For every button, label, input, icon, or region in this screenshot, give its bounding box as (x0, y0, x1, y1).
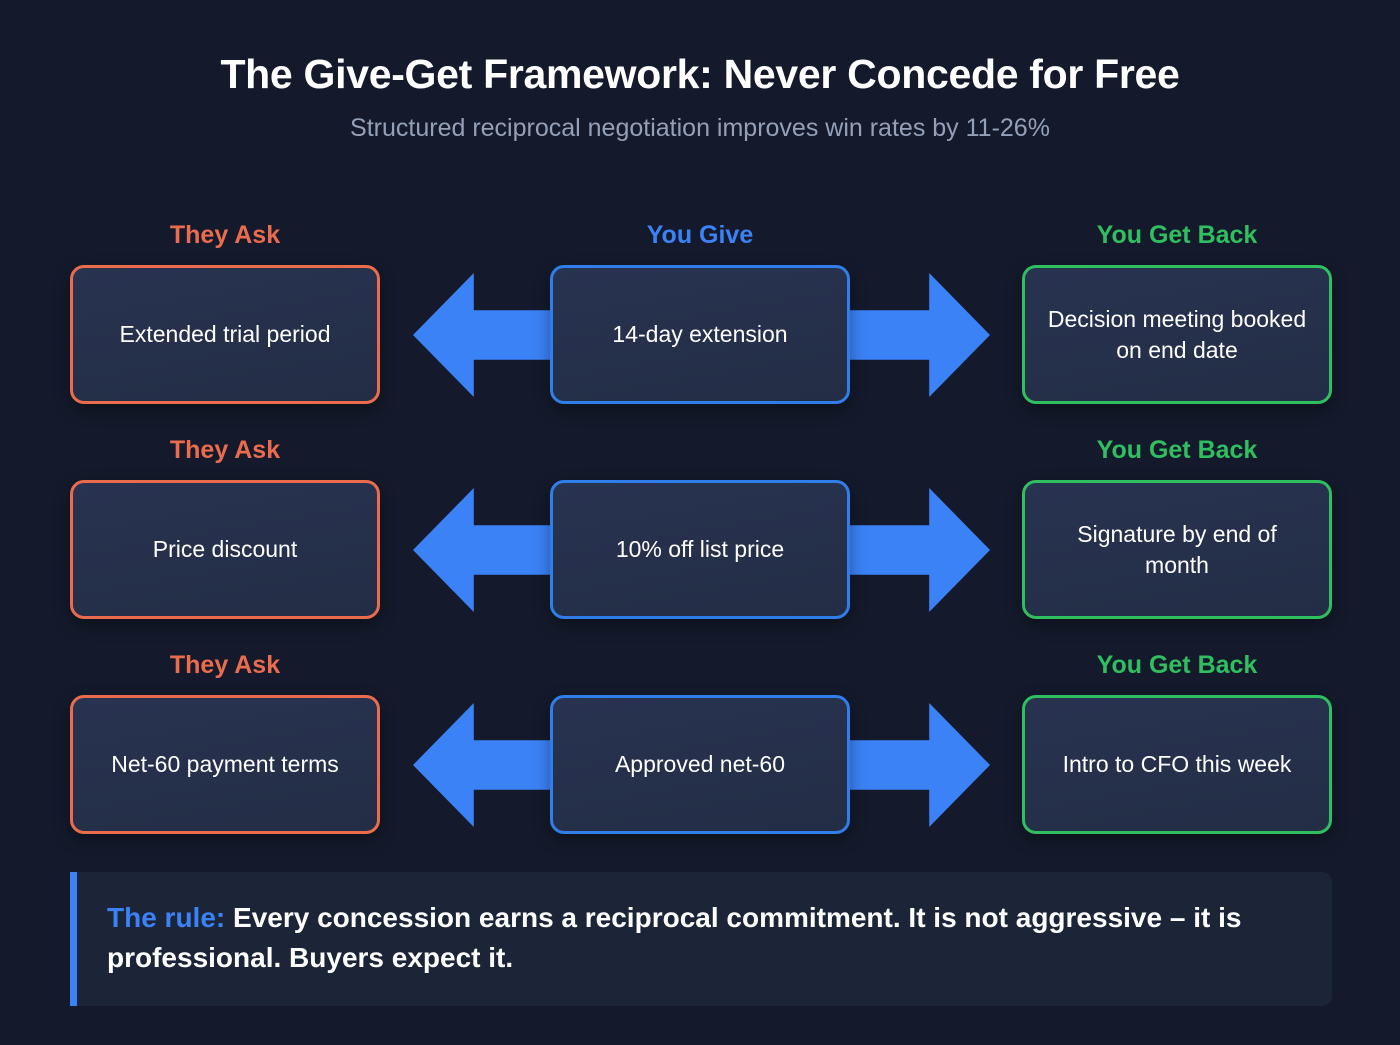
card-they-ask[interactable]: Net-60 payment terms (70, 695, 380, 834)
page-title: The Give-Get Framework: Never Concede fo… (220, 51, 1180, 97)
framework-grid: They Ask You Give You Get Back Extended … (0, 213, 1400, 858)
card-you-get-back[interactable]: Signature by end of month (1022, 480, 1332, 619)
arrow-left-icon (413, 488, 573, 612)
framework-row: They Ask You Give You Get Back Extended … (0, 213, 1400, 428)
page-subtitle: Structured reciprocal negotiation improv… (350, 114, 1050, 143)
card-you-get-back[interactable]: Decision meeting booked on end date (1022, 265, 1332, 404)
column-header-you-give: You Give (646, 221, 754, 249)
card-you-give[interactable]: 10% off list price (550, 480, 850, 619)
column-header-you-get-back: You Get Back (1096, 221, 1258, 249)
arrow-right-icon (830, 273, 990, 397)
column-header-they-ask: They Ask (169, 436, 281, 464)
column-header-you-get-back: You Get Back (1096, 651, 1258, 679)
rule-label: The rule: (107, 902, 226, 933)
arrow-right-icon (830, 703, 990, 827)
column-header-they-ask: They Ask (169, 651, 281, 679)
framework-row: They Ask You Get Back Net-60 payment ter… (0, 643, 1400, 858)
arrow-left-icon (413, 703, 573, 827)
rule-body: Every concession earns a reciprocal comm… (107, 902, 1242, 973)
card-they-ask[interactable]: Extended trial period (70, 265, 380, 404)
card-you-give[interactable]: 14-day extension (550, 265, 850, 404)
rule-text: The rule: Every concession earns a recip… (107, 898, 1302, 978)
column-header-they-ask: They Ask (169, 221, 281, 249)
card-you-get-back[interactable]: Intro to CFO this week (1022, 695, 1332, 834)
rule-callout: The rule: Every concession earns a recip… (70, 872, 1332, 1006)
card-they-ask[interactable]: Price discount (70, 480, 380, 619)
arrow-left-icon (413, 273, 573, 397)
card-you-give[interactable]: Approved net-60 (550, 695, 850, 834)
framework-row: They Ask You Get Back Price discount 10%… (0, 428, 1400, 643)
page-header: The Give-Get Framework: Never Concede fo… (0, 0, 1400, 143)
column-header-you-get-back: You Get Back (1096, 436, 1258, 464)
arrow-right-icon (830, 488, 990, 612)
